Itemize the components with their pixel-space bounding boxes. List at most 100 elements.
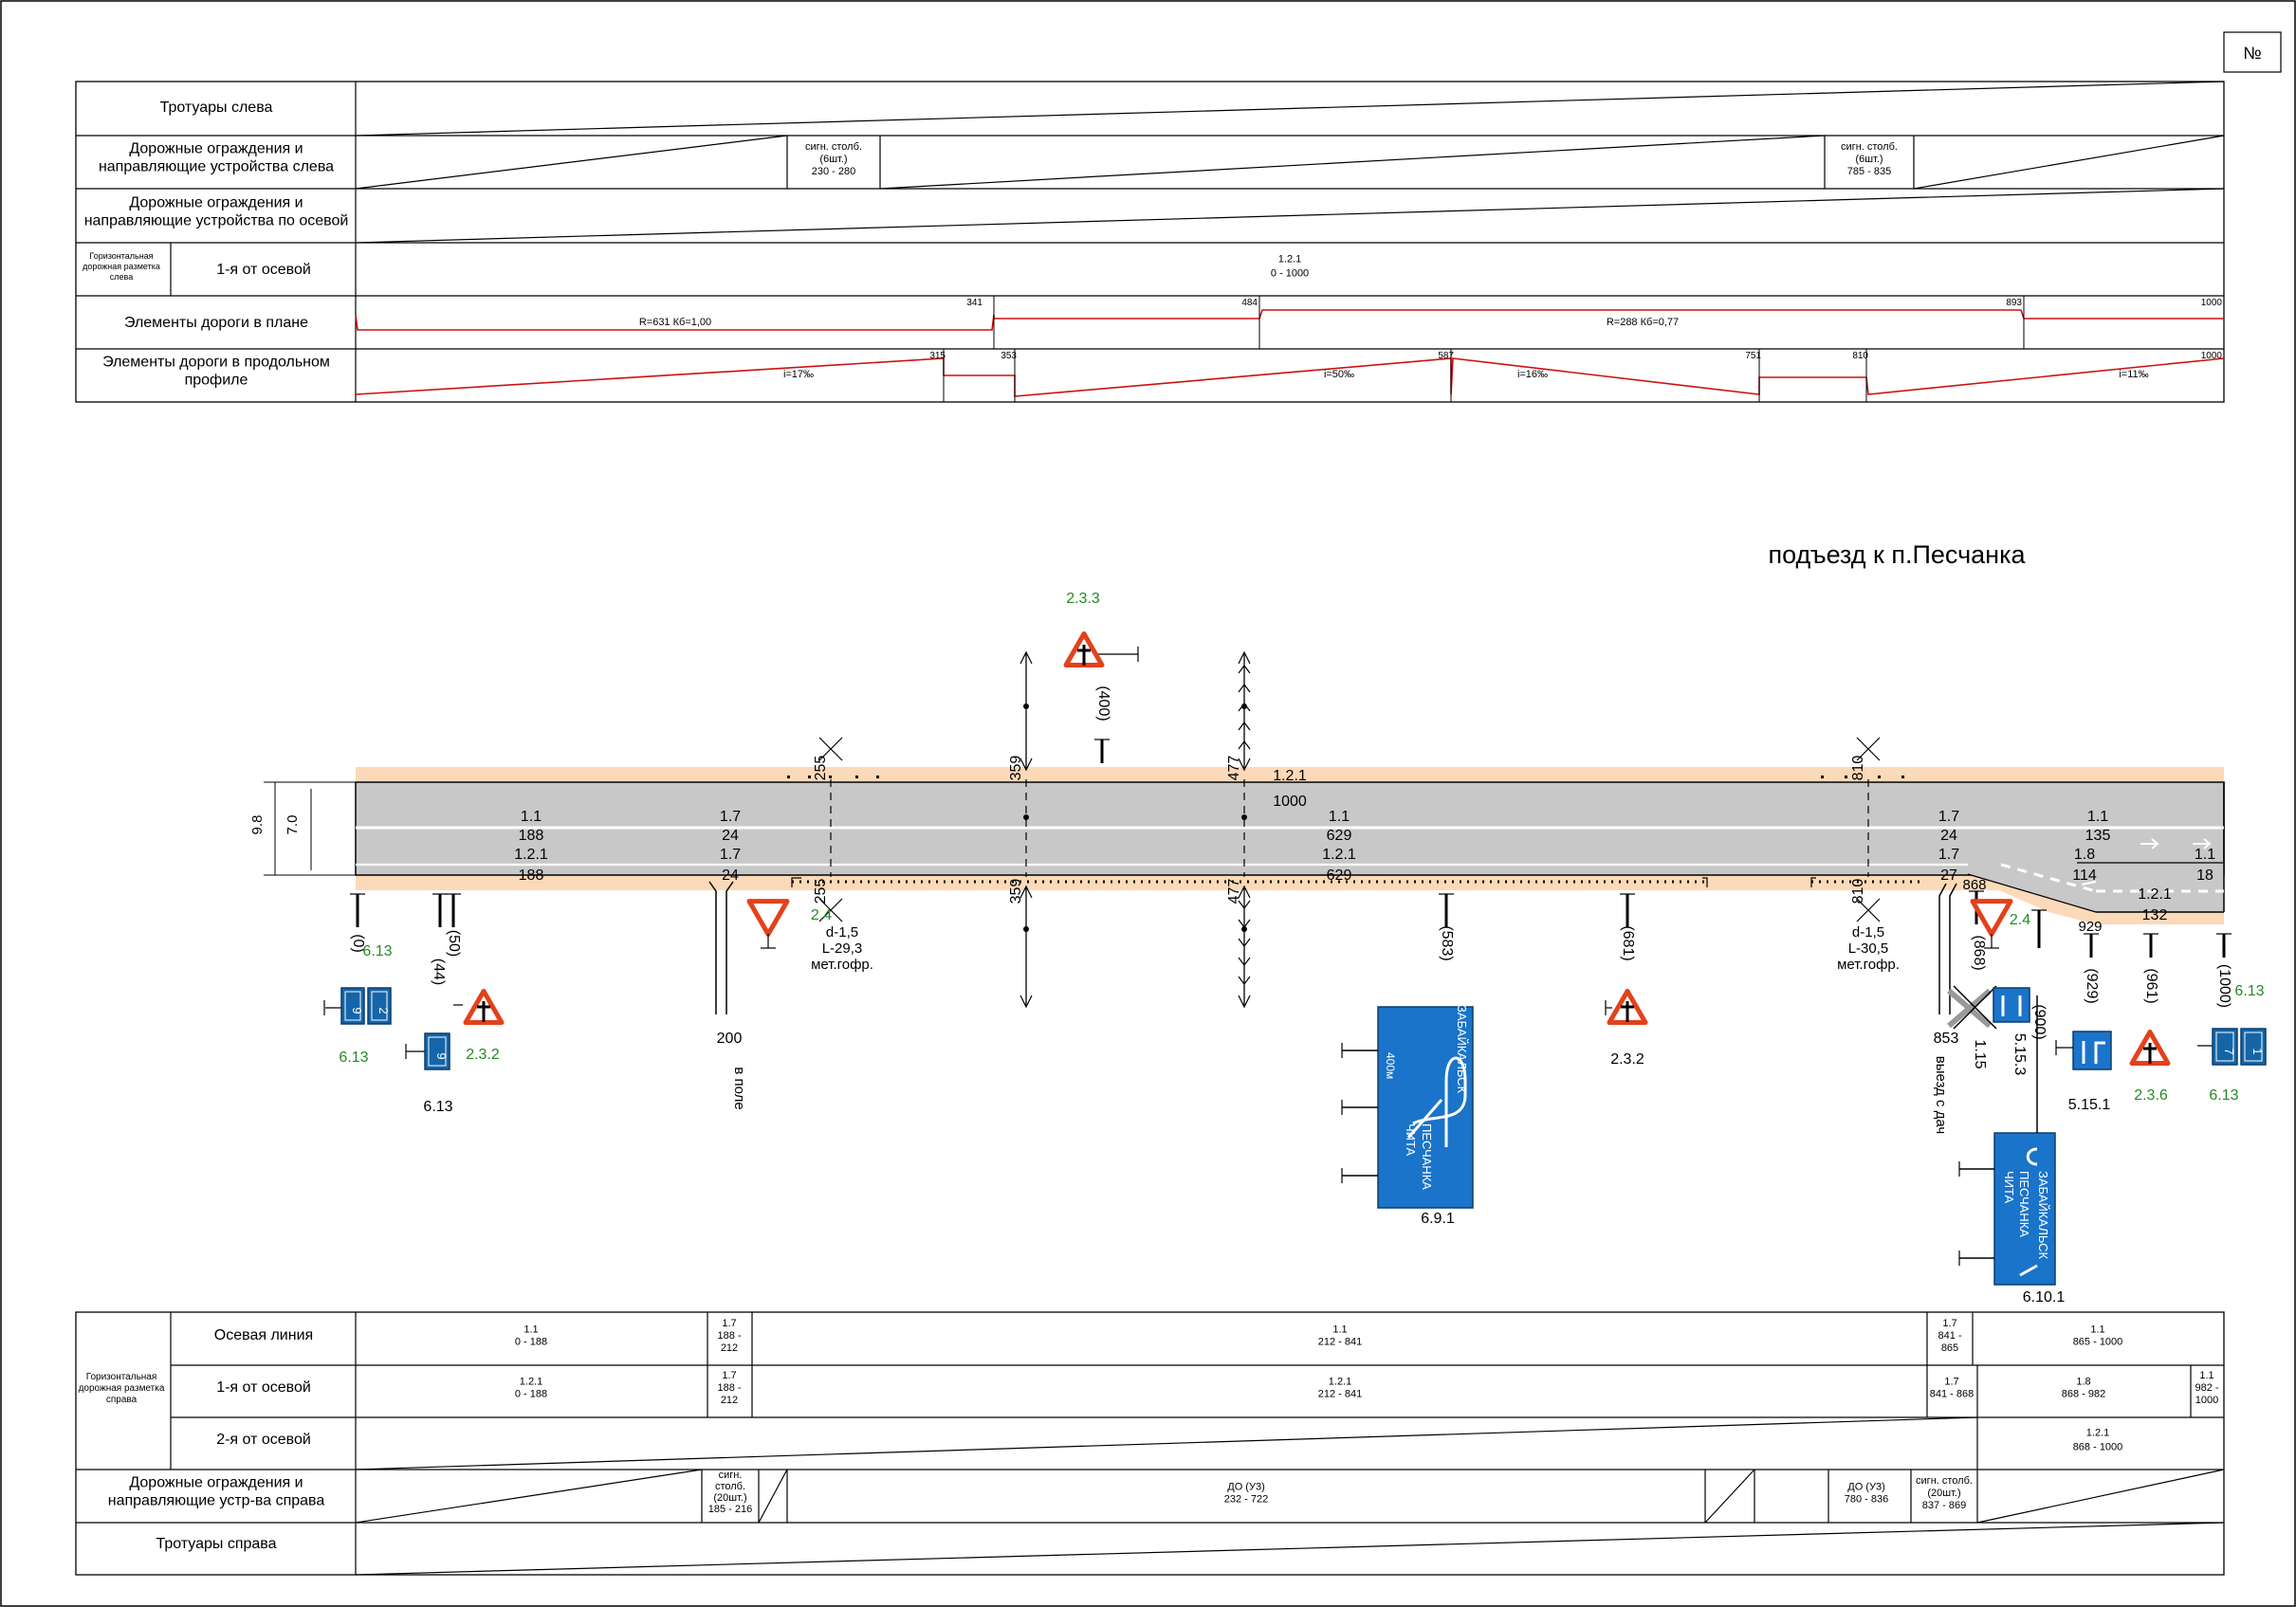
triangle-sign-2-4-right xyxy=(1970,899,2013,937)
sign-post-label: (868) xyxy=(1971,935,1987,970)
station-label-bottom: 477 xyxy=(1226,879,1242,904)
plate-6-13-e-digit: 1 xyxy=(2250,1048,2265,1054)
road-marking-label: 135 xyxy=(2085,828,2111,844)
curb-dot xyxy=(1878,776,1881,778)
curb-dot xyxy=(855,776,858,778)
sign-code-black: 5.15.3 xyxy=(2011,1033,2028,1076)
plan-radius-1: R=631 Кб=1,00 xyxy=(639,317,711,328)
curb-dot xyxy=(876,776,879,778)
sign-5-15-1 xyxy=(2072,1031,2112,1070)
culvert-477-arrow-bottom-head xyxy=(1238,995,1251,1009)
signal-posts-left-2: сигн. столб.(6шт.)785 - 835 xyxy=(1841,141,1898,177)
culvert-dot xyxy=(1241,703,1247,709)
plan-mark-341: 341 xyxy=(966,298,983,308)
sign-code-green: 6.13 xyxy=(2234,983,2264,999)
row-label-axis-line: Осевая линия xyxy=(214,1327,313,1343)
station-label-top: 810 xyxy=(1850,756,1866,781)
station-label-top: 359 xyxy=(1008,756,1024,781)
road-marking-label: 1.7 xyxy=(1938,847,1959,863)
mark-929: 929 xyxy=(2078,919,2102,935)
plate-6-13-e-inner xyxy=(2244,1032,2263,1062)
plan-mark-484: 484 xyxy=(1241,298,1258,308)
station-label-top: 255 xyxy=(813,756,829,781)
road-marking-label: 24 xyxy=(722,867,739,884)
sign-code-black: 5.15.1 xyxy=(2068,1097,2111,1113)
junction-km-200: 200 xyxy=(717,1031,743,1047)
culvert-cross xyxy=(1856,737,1881,761)
plate-6-13-c-inner xyxy=(428,1036,447,1067)
top-table-frame xyxy=(75,81,2225,403)
profile-mark-1000: 1000 xyxy=(2201,351,2223,361)
diagonal-second-from-axis xyxy=(355,1416,1978,1470)
curb-dot xyxy=(1845,776,1847,778)
road-marking-label: 1.1 xyxy=(2087,809,2108,825)
lane-arrow-icon xyxy=(2094,1041,2105,1064)
chevron xyxy=(1238,900,1251,909)
road-marking-label: 24 xyxy=(1940,828,1957,844)
station-label-bottom: 810 xyxy=(1850,879,1866,904)
diagonal-barrier-cell xyxy=(355,135,788,190)
plan-mark-893: 893 xyxy=(2006,298,2022,308)
curb-dot xyxy=(787,776,790,778)
sign-code-green: 2.3.6 xyxy=(2134,1087,2168,1104)
culvert-dot xyxy=(1023,926,1029,932)
culvert-dot xyxy=(1023,703,1029,709)
chevron xyxy=(1238,938,1251,947)
culvert-477-arrow-top-head xyxy=(1238,650,1251,665)
sign-code-green: 6.13 xyxy=(362,943,392,959)
profile-slope-2: i=50‰ xyxy=(1324,369,1354,380)
direction-arrow-icon xyxy=(1406,1099,1443,1139)
row-label-sidewalk-left: Тротуары слева xyxy=(160,100,273,116)
signal-posts-right-2: сигн. столб.(20шт.)837 - 869 xyxy=(1916,1475,1973,1511)
road-marking-label: 1.1 xyxy=(1329,809,1350,825)
u-turn-arrow-icon xyxy=(2026,1147,2038,1166)
diagonal-barrier-right xyxy=(355,1469,703,1524)
road-marking-label: 24 xyxy=(722,828,739,844)
road-marking-label: 1.8 xyxy=(2074,847,2095,863)
sign-code-green: 2.4 xyxy=(811,907,832,923)
culvert-note-left: мет.гофр. xyxy=(811,957,873,973)
culvert-cross xyxy=(818,898,843,922)
arrow xyxy=(2081,881,2097,886)
junction-note-dachas: выезд с дач xyxy=(1933,1056,1949,1134)
sign-6-10-1-dest-2: ПЕСЧАНКА xyxy=(2017,1171,2031,1237)
guardrail-end xyxy=(1810,877,1816,887)
sign-post-label: (583) xyxy=(1439,925,1455,960)
plate-6-13-a-inner xyxy=(344,991,361,1021)
chevron xyxy=(1238,721,1251,731)
culvert-dot xyxy=(1241,926,1247,932)
sign-6-9-1-dest-2: ПЕСЧАНКА xyxy=(1420,1123,1434,1190)
culvert-note-right: L-30,5 xyxy=(1848,940,1889,957)
sign-6-9-1-dest-1: ЗАБАЙКАЛЬСК xyxy=(1455,1005,1469,1093)
row-label-second-from-axis: 2-я от осевой xyxy=(216,1432,311,1448)
road-marking-label: 1.7 xyxy=(1938,809,1959,825)
sign-code-green: 2.3.2 xyxy=(466,1047,500,1063)
direction-arrow-icon xyxy=(2019,1264,2038,1277)
mark-868: 868 xyxy=(1962,877,1986,893)
sign-6-10-1-dest-1: ЗАБАЙКАЛЬСК xyxy=(2036,1171,2050,1259)
row-label-first-from-axis: 1-я от осевой xyxy=(216,1379,311,1396)
junction-km-853: 853 xyxy=(1934,1031,1959,1047)
road-marking-label: 1.2.1 xyxy=(1273,768,1307,784)
diagonal-barrier-cell xyxy=(1913,135,2225,190)
plate-6-13-b-digit: 2 xyxy=(377,1007,391,1014)
plan-radius-2: R=288 Кб=0,77 xyxy=(1607,317,1679,328)
sheet-number-box xyxy=(2223,31,2282,73)
road-marking-label: 188 xyxy=(519,867,544,884)
road-marking-label: 27 xyxy=(1940,867,1957,884)
profile-mark-751: 751 xyxy=(1745,351,1761,361)
culvert-359-arrow-bottom-head xyxy=(1019,995,1033,1009)
width-inner-label: 7.0 xyxy=(285,815,301,835)
road-marking-label: 114 xyxy=(2072,867,2097,884)
sheet-number-label: № xyxy=(2243,44,2261,63)
side-road-right2-edge xyxy=(1938,883,1947,1014)
